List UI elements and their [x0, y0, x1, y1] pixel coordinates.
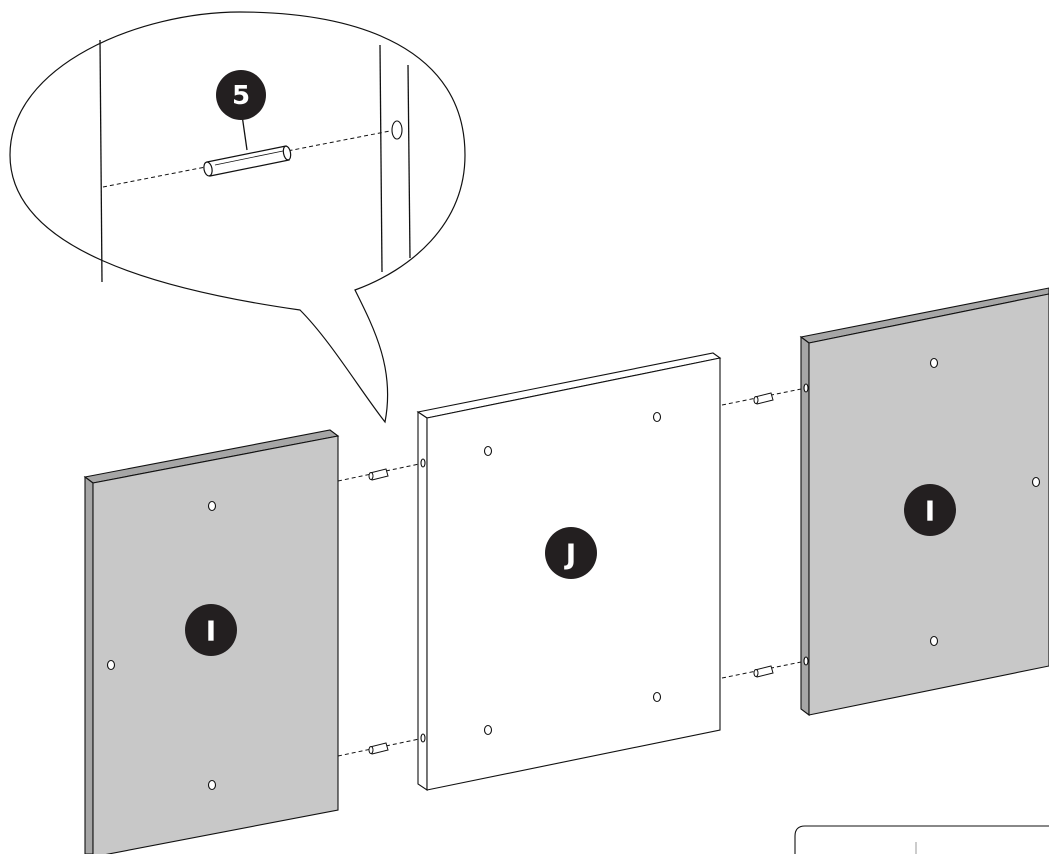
- edge-hole: [420, 733, 426, 743]
- panel-edge-line: [99, 39, 103, 283]
- cam-hole: [106, 659, 116, 671]
- panel-right-i: I: [799, 287, 1049, 717]
- edge-hole: [803, 656, 809, 666]
- callout-bubble: [9, 11, 466, 424]
- cam-hole: [1031, 476, 1041, 488]
- cam-hole: [207, 779, 217, 791]
- dowel-connection-left-top: [337, 462, 425, 482]
- panel-i-right-badge: I: [904, 484, 956, 536]
- dowel-connection-right-bottom: [721, 660, 807, 679]
- panel-left-i: I: [83, 429, 340, 854]
- cam-hole: [652, 411, 662, 423]
- cam-hole: [483, 445, 493, 457]
- panel-j-badge: J: [545, 527, 597, 579]
- cam-hole: [483, 724, 493, 736]
- dowel-hole: [391, 120, 403, 140]
- cam-hole: [207, 500, 217, 512]
- cam-hole: [652, 691, 662, 703]
- cropped-info-box: [794, 825, 1049, 854]
- panel-j-label: J: [564, 538, 576, 571]
- cam-hole: [929, 635, 939, 647]
- magnified-detail-callout: 5: [9, 11, 466, 424]
- dowel-connection-left-bottom: [337, 737, 425, 757]
- panel-i-right-label: I: [925, 495, 935, 528]
- cam-hole: [929, 357, 939, 369]
- panel-edge-line: [379, 44, 383, 273]
- wooden-dowel-icon: [203, 145, 292, 177]
- dowel-connection-right-top: [721, 387, 807, 406]
- edge-hole: [420, 458, 426, 468]
- edge-hole: [803, 383, 809, 393]
- panel-i-left-badge: I: [185, 604, 237, 656]
- panel-center-j: J: [416, 352, 722, 792]
- panel-edge-line: [407, 64, 411, 259]
- panel-i-left-label: I: [206, 615, 216, 648]
- part-5-badge: 5: [216, 70, 266, 120]
- part-5-label: 5: [232, 81, 250, 111]
